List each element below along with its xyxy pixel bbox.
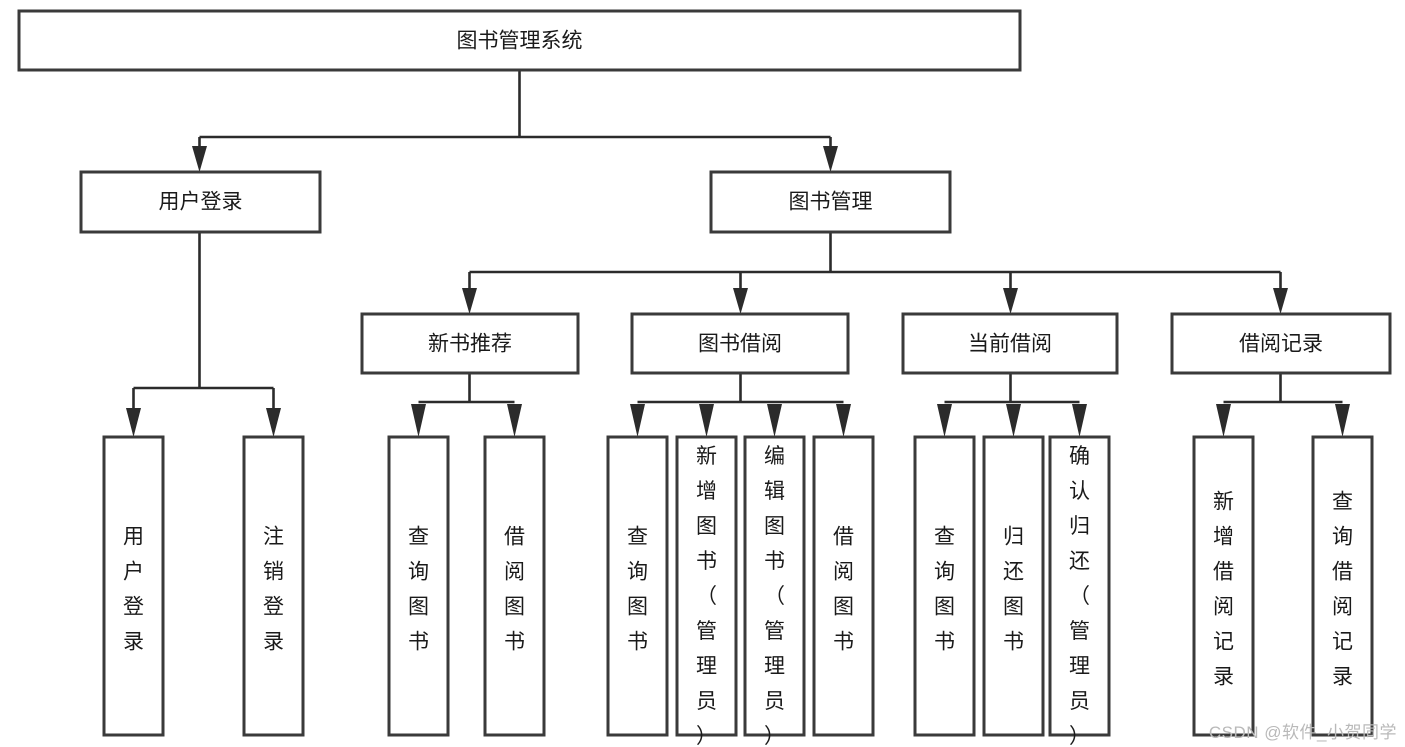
node-leaf-add-record-label: 新增借阅记录 xyxy=(1213,490,1234,688)
node-root[interactable]: 图书管理系统 xyxy=(17,9,1022,72)
node-borrow-record[interactable]: 借阅记录 xyxy=(1170,312,1392,375)
arrow-head-icon-current-borrow xyxy=(1003,288,1018,314)
node-leaf-logout[interactable]: 注销登录 xyxy=(242,435,305,737)
node-book-borrow[interactable]: 图书借阅 xyxy=(630,312,850,375)
arrow-head-icon-leaf-borrow-book-1 xyxy=(507,404,522,437)
arrow-head-icon-book-manage xyxy=(823,146,838,172)
node-leaf-query-book-2[interactable]: 查询图书 xyxy=(606,435,669,737)
node-leaf-user-login-label: 用户登录 xyxy=(123,525,144,653)
arrow-head-icon-borrow-record xyxy=(1273,288,1288,314)
arrow-head-icon-leaf-query-book-3 xyxy=(937,404,952,437)
node-user-login-label: 用户登录 xyxy=(159,191,243,214)
node-leaf-edit-book-label: 编辑图书（管理员） xyxy=(764,445,785,747)
arrow-head-icon-leaf-query-record xyxy=(1335,404,1350,437)
node-leaf-confirm-return-label: 确认归还（管理员） xyxy=(1069,445,1090,747)
node-leaf-confirm-return[interactable]: 确认归还（管理员） xyxy=(1048,435,1111,747)
node-leaf-query-book-3[interactable]: 查询图书 xyxy=(913,435,976,737)
node-leaf-edit-book-box[interactable] xyxy=(743,435,806,737)
node-borrow-record-box[interactable] xyxy=(1170,312,1392,375)
arrow-head-icon-new-book-rec xyxy=(462,288,477,314)
arrow-head-icon-leaf-borrow-book-2 xyxy=(836,404,851,437)
arrow-head-icon-leaf-add-book xyxy=(699,404,714,437)
arrow-head-icon-leaf-query-book-2 xyxy=(630,404,645,437)
node-root-box[interactable] xyxy=(17,9,1022,72)
arrow-head-icon-leaf-logout xyxy=(266,408,281,437)
node-leaf-borrow-book-1[interactable]: 借阅图书 xyxy=(483,435,546,737)
node-leaf-user-login[interactable]: 用户登录 xyxy=(102,435,165,737)
node-leaf-edit-book[interactable]: 编辑图书（管理员） xyxy=(743,435,806,747)
node-new-book-rec[interactable]: 新书推荐 xyxy=(360,312,580,375)
node-leaf-borrow-book-1-box[interactable] xyxy=(483,435,546,737)
node-leaf-add-book-box[interactable] xyxy=(675,435,738,737)
node-root-label: 图书管理系统 xyxy=(457,30,583,53)
node-leaf-query-book-1-box[interactable] xyxy=(387,435,450,737)
node-leaf-borrow-book-2[interactable]: 借阅图书 xyxy=(812,435,875,737)
arrow-head-icon-leaf-add-record xyxy=(1216,404,1231,437)
node-leaf-query-book-1[interactable]: 查询图书 xyxy=(387,435,450,737)
node-leaf-borrow-book-2-box[interactable] xyxy=(812,435,875,737)
node-user-login[interactable]: 用户登录 xyxy=(79,170,322,234)
node-leaf-borrow-book-2-label: 借阅图书 xyxy=(833,525,854,653)
node-current-borrow[interactable]: 当前借阅 xyxy=(901,312,1119,375)
arrow-head-icon-book-borrow xyxy=(733,288,748,314)
node-leaf-query-book-2-box[interactable] xyxy=(606,435,669,737)
node-leaf-query-record-box[interactable] xyxy=(1311,435,1374,737)
node-leaf-query-book-1-label: 查询图书 xyxy=(408,525,429,653)
node-leaf-query-book-3-label: 查询图书 xyxy=(934,525,955,653)
arrow-head-icon-leaf-edit-book xyxy=(767,404,782,437)
node-leaf-logout-box[interactable] xyxy=(242,435,305,737)
arrow-head-icon-leaf-return-book xyxy=(1006,404,1021,437)
node-leaf-add-book[interactable]: 新增图书（管理员） xyxy=(675,435,738,747)
node-new-book-rec-box[interactable] xyxy=(360,312,580,375)
arrow-head-icon-leaf-query-book-1 xyxy=(411,404,426,437)
node-book-borrow-box[interactable] xyxy=(630,312,850,375)
node-leaf-query-book-3-box[interactable] xyxy=(913,435,976,737)
csdn-watermark: CSDN @软件_小贺同学 xyxy=(1208,723,1397,742)
connector-layer xyxy=(126,70,1350,437)
node-new-book-rec-label: 新书推荐 xyxy=(428,333,512,356)
node-leaf-return-book[interactable]: 归还图书 xyxy=(982,435,1045,737)
node-leaf-return-book-label: 归还图书 xyxy=(1003,525,1024,653)
node-user-login-box[interactable] xyxy=(79,170,322,234)
node-leaf-query-record-label: 查询借阅记录 xyxy=(1332,490,1353,688)
arrow-head-icon-leaf-confirm-return xyxy=(1072,404,1087,437)
node-leaf-confirm-return-box[interactable] xyxy=(1048,435,1111,737)
node-leaf-query-book-2-label: 查询图书 xyxy=(627,525,648,653)
node-leaf-borrow-book-1-label: 借阅图书 xyxy=(504,525,525,653)
arrow-head-icon-leaf-user-login xyxy=(126,408,141,437)
node-book-borrow-label: 图书借阅 xyxy=(698,333,782,356)
node-current-borrow-label: 当前借阅 xyxy=(968,333,1052,356)
node-book-manage-label: 图书管理 xyxy=(789,191,873,214)
node-book-manage[interactable]: 图书管理 xyxy=(709,170,952,234)
node-leaf-return-book-box[interactable] xyxy=(982,435,1045,737)
node-leaf-add-book-label: 新增图书（管理员） xyxy=(696,445,717,747)
node-borrow-record-label: 借阅记录 xyxy=(1239,333,1323,356)
node-leaf-add-record-box[interactable] xyxy=(1192,435,1255,737)
node-leaf-logout-label: 注销登录 xyxy=(263,525,284,653)
node-current-borrow-box[interactable] xyxy=(901,312,1119,375)
node-leaf-query-record[interactable]: 查询借阅记录 xyxy=(1311,435,1374,737)
node-leaf-add-record[interactable]: 新增借阅记录 xyxy=(1192,435,1255,737)
node-book-manage-box[interactable] xyxy=(709,170,952,234)
node-leaf-user-login-box[interactable] xyxy=(102,435,165,737)
arrow-head-icon-user-login xyxy=(192,146,207,172)
